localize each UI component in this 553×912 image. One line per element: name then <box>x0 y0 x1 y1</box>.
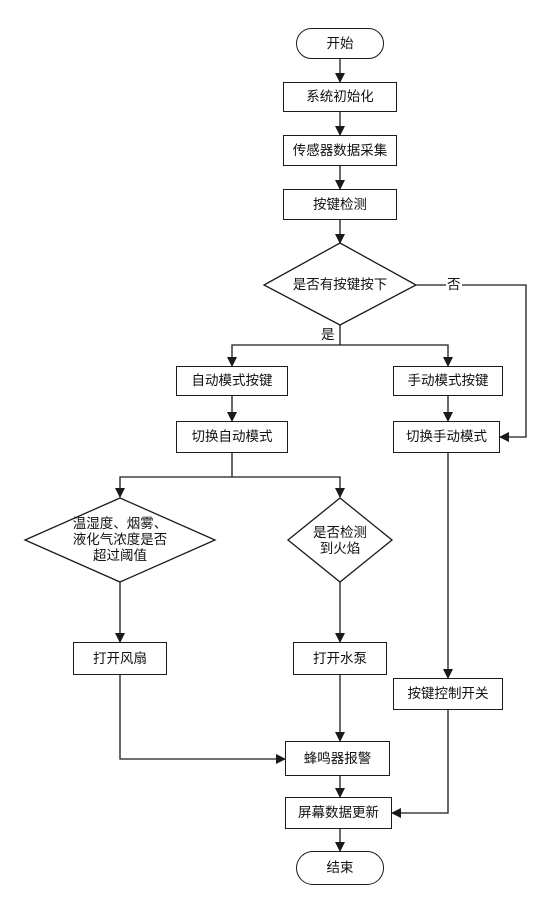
edge-decision-no <box>416 284 527 442</box>
decision-key-pressed: 是否有按键按下 <box>292 277 388 293</box>
edge-keyswitch-screen <box>391 710 449 818</box>
decision-fire: 是否检测 到火焰 <box>313 525 367 557</box>
buzzer-node: 蜂鸣器报警 <box>285 741 390 776</box>
switch-auto-node: 切换自动模式 <box>176 421 288 453</box>
edge-split-manual <box>340 344 453 367</box>
edge-fan-buzzer <box>119 675 286 764</box>
screen-node: 屏幕数据更新 <box>285 797 392 829</box>
start-node: 开始 <box>296 28 384 59</box>
edge-split-fire <box>232 476 345 498</box>
end-node: 结束 <box>296 851 384 885</box>
fan-node: 打开风扇 <box>73 642 167 675</box>
edge-split-auto <box>227 344 340 367</box>
edge-label-yes: 是 <box>320 327 336 343</box>
manualmode-key-node: 手动模式按键 <box>393 366 503 396</box>
pump-node: 打开水泵 <box>293 642 387 675</box>
switch-manual-node: 切换手动模式 <box>393 421 500 453</box>
keycheck-node: 按键检测 <box>283 189 397 220</box>
key-switch-node: 按键控制开关 <box>393 678 503 710</box>
edge-split-threshold <box>115 476 232 498</box>
automode-key-node: 自动模式按键 <box>176 366 288 396</box>
decision-threshold: 温湿度、烟雾、 液化气浓度是否 超过阈值 <box>72 516 168 564</box>
init-node: 系统初始化 <box>283 82 397 112</box>
edge-label-no: 否 <box>446 277 462 293</box>
sensor-node: 传感器数据采集 <box>283 135 397 166</box>
